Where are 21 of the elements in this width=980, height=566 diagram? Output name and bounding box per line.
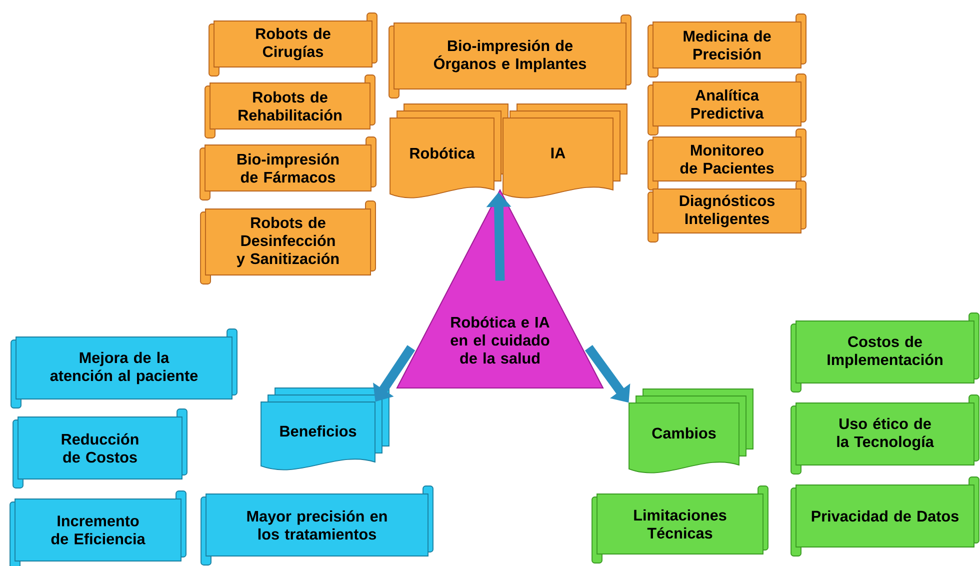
scroll-banner: Limitaciones Técnicas xyxy=(592,486,768,564)
scroll-banner: Analítica Predictiva xyxy=(648,74,806,136)
document-stack: Beneficios xyxy=(260,388,390,470)
scroll-banner: Diagnósticos Inteligentes xyxy=(648,180,806,242)
scroll-banner: Robots de Cirugías xyxy=(208,12,378,76)
scroll-banner: Reducción de Costos xyxy=(12,408,188,488)
scroll-banner: Robots de Rehabilitación xyxy=(204,74,376,138)
scroll-banner: Bio-impresión de Órganos e Implantes xyxy=(388,14,632,98)
scroll-banner: Incremento de Eficiencia xyxy=(10,490,186,566)
document-stack: Cambios xyxy=(628,388,754,474)
document-stack: Robótica xyxy=(390,104,508,198)
scroll-banner: Medicina de Precisión xyxy=(648,14,806,78)
scroll-banner: Robots de Desinfección y Sanitización xyxy=(200,200,376,284)
scroll-banner: Uso ético de la Tecnología xyxy=(790,394,980,474)
scroll-banner: Bio-impresión de Fármacos xyxy=(200,136,376,200)
document-stack: IA xyxy=(502,104,628,198)
scroll-banner: Mejora de la atención al paciente xyxy=(10,328,238,408)
scroll-banner: Costos de Implementación xyxy=(790,312,980,392)
scroll-banner: Monitoreo de Pacientes xyxy=(648,128,806,190)
scroll-banner: Privacidad de Datos xyxy=(790,476,980,556)
scroll-banner: Mayor precisión en los tratamientos xyxy=(200,486,434,566)
